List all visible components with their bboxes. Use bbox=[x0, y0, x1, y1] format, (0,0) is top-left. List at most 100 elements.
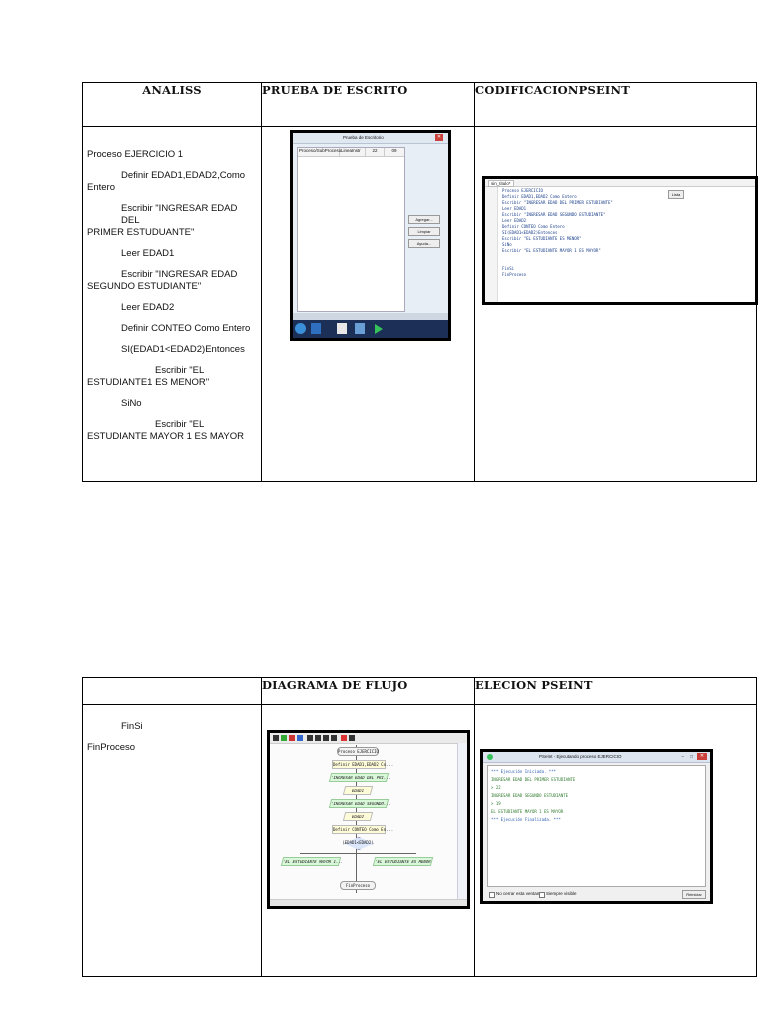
close-icon[interactable]: ✕ bbox=[697, 753, 707, 760]
code-line: Definir CONTEO Como Entero bbox=[502, 224, 565, 229]
flow-define: Definir CONTEO Como En... bbox=[332, 825, 394, 834]
flow-output: 'EL ESTUDIANTE MAYOR 1... bbox=[280, 857, 344, 866]
pseint-icon bbox=[487, 754, 493, 760]
pseint-editor-screenshot: sin_titulo* Lista Proceso EJERCICIO Defi… bbox=[482, 176, 758, 305]
checkbox-label: Siempre visible bbox=[546, 891, 577, 896]
analysis-line: SiNo bbox=[121, 398, 142, 409]
code-line: Leer EDAD1 bbox=[502, 206, 527, 211]
flow-input: EDAD1 bbox=[342, 786, 374, 795]
analysis-line: Leer EDAD1 bbox=[121, 248, 175, 259]
analysis-line: SI(EDAD1<EDAD2)Entonces bbox=[121, 344, 245, 355]
execution-window-screenshot: PSeInt - Ejecutando proceso EJERCICIO – … bbox=[480, 749, 713, 904]
console-footer: No cerrar esta ventana Siempre visible R… bbox=[487, 890, 706, 899]
code-line: FinProceso bbox=[502, 272, 527, 277]
window-title: Prueba de Escritorio bbox=[343, 135, 384, 140]
code-line: Escribir "INGRESAR EDAD DEL PRIMER ESTUD… bbox=[502, 200, 613, 205]
console-line: > 19 bbox=[491, 801, 501, 806]
tool-icon[interactable] bbox=[307, 735, 313, 741]
console-line: > 22 bbox=[491, 785, 501, 790]
add-button[interactable]: Agregar... bbox=[408, 215, 440, 224]
scrollbar[interactable] bbox=[293, 313, 448, 321]
codigo-cell: sin_titulo* Lista Proceso EJERCICIO Defi… bbox=[474, 126, 758, 482]
maximize-icon[interactable]: □ bbox=[690, 754, 693, 759]
side-panel[interactable] bbox=[457, 743, 467, 906]
code-line: FinSi bbox=[502, 266, 515, 271]
tool-icon[interactable] bbox=[273, 735, 279, 741]
prueba-cell: Prueba de Escritorio ✕ Proceso/SubProces… bbox=[261, 126, 475, 482]
list-button[interactable]: Lista bbox=[668, 190, 684, 199]
desk-test-grid: Proceso/SubProceso LineaInstr 22 09 bbox=[297, 147, 405, 312]
analysis-line: Definir CONTEO Como Entero bbox=[121, 323, 251, 334]
header-ejecucion: ELECION PSEINT bbox=[474, 677, 757, 705]
code-line: SiNo bbox=[502, 242, 512, 247]
tool-icon[interactable] bbox=[331, 735, 337, 741]
console-line: *** Ejecución Finalizada. *** bbox=[491, 817, 561, 822]
flow-define: Definir EDAD1,EDAD2 Co... bbox=[332, 760, 394, 769]
code-line: Escribir "EL ESTUDIANTE MAYOR 1 ES MAYOR… bbox=[502, 248, 601, 253]
analysis-line: ESTUDIANTE MAYOR 1 ES MAYOR bbox=[87, 431, 244, 442]
flowchart-toolbar bbox=[270, 733, 467, 744]
code-line: Escribir "INGRESAR EDAD SEGUNDO ESTUDIAN… bbox=[502, 212, 606, 217]
flow-decision-shape bbox=[344, 837, 374, 850]
clear-button[interactable]: Limpiar bbox=[408, 227, 440, 236]
checkbox-label: No cerrar esta ventana bbox=[496, 891, 542, 896]
analysis-table-2: DIAGRAMA DE FLUJO ELECION PSEINT FinSi F… bbox=[82, 677, 757, 977]
analysis-line: SEGUNDO ESTUDIANTE" bbox=[87, 281, 202, 292]
diagrama-cell: Proceso EJERCICIO Definir EDAD1,EDAD2 Co… bbox=[261, 704, 475, 977]
analysis-line: FinSi bbox=[121, 721, 143, 732]
console-line: INGRESAR EDAD DEL PRIMER ESTUDIANTE bbox=[491, 777, 576, 782]
flow-output: 'EL ESTUDIANTE ES MENOR bbox=[372, 857, 434, 866]
grid-col: Proceso/SubProceso bbox=[298, 148, 341, 156]
analysis-line: Leer EDAD2 bbox=[121, 302, 175, 313]
console-line: EL ESTUDIANTE MAYOR 1 ES MAYOR bbox=[491, 809, 564, 814]
checkbox-always-visible[interactable] bbox=[539, 892, 545, 898]
analysis-line: ESTUDIANTE1 ES MENOR" bbox=[87, 377, 210, 388]
start-icon[interactable] bbox=[295, 323, 306, 334]
flow-decision: (EDAD1<EDAD2) bbox=[342, 840, 374, 845]
tool-icon[interactable] bbox=[323, 735, 329, 741]
word-icon[interactable] bbox=[311, 323, 321, 334]
desk-test-screenshot: Prueba de Escritorio ✕ Proceso/SubProces… bbox=[290, 130, 451, 341]
editor-tab[interactable]: sin_titulo* bbox=[488, 180, 514, 187]
pseint-icon[interactable] bbox=[355, 323, 365, 334]
line-gutter bbox=[485, 187, 498, 302]
grid-col: 22 bbox=[366, 148, 385, 156]
checkbox-no-close[interactable] bbox=[489, 892, 495, 898]
analysis-line: PRIMER ESTUDUANTE" bbox=[87, 227, 195, 238]
analysis-line: Escribir "INGRESAR EDAD bbox=[121, 269, 238, 280]
flow-input: EDAD2 bbox=[342, 812, 374, 821]
app-icon[interactable] bbox=[337, 323, 347, 334]
help-button[interactable]: Ayuda... bbox=[408, 239, 440, 248]
close-icon[interactable]: ✕ bbox=[435, 134, 443, 141]
restart-button[interactable]: Reiniciar bbox=[682, 890, 706, 899]
tool-icon[interactable] bbox=[315, 735, 321, 741]
console-line: *** Ejecución Iniciada. *** bbox=[491, 769, 557, 774]
analysis-line: Escribir "EL bbox=[155, 419, 205, 430]
tool-icon[interactable] bbox=[289, 735, 295, 741]
code-line bbox=[502, 278, 613, 284]
window-titlebar: PSeInt - Ejecutando proceso EJERCICIO – … bbox=[483, 752, 710, 763]
analysis-cell-2: FinSi FinProceso bbox=[82, 704, 262, 977]
flow-start: Proceso EJERCICIO bbox=[337, 747, 379, 756]
flow-output: 'INGRESAR EDAD DEL PRI... bbox=[328, 773, 392, 782]
header-prueba-escrito: PRUEBA DE ESCRITO bbox=[261, 82, 475, 127]
flow-output: 'INGRESAR EDAD SEGUNDO... bbox=[328, 799, 392, 808]
flow-end: FinProceso bbox=[340, 881, 376, 890]
code-area[interactable]: Proceso EJERCICIO Definir EDAD1,EDAD2 Co… bbox=[502, 188, 613, 284]
console-line: INGRESAR EDAD SEGUNDO ESTUDIANTE bbox=[491, 793, 569, 798]
code-line: Escribir "EL ESTUDIANTE ES MENOR" bbox=[502, 236, 582, 241]
window-titlebar: Prueba de Escritorio ✕ bbox=[293, 133, 448, 144]
analysis-cell: Proceso EJERCICIO 1 Definir EDAD1,EDAD2,… bbox=[82, 126, 262, 482]
tool-icon[interactable] bbox=[281, 735, 287, 741]
tool-icon[interactable] bbox=[341, 735, 347, 741]
minimize-icon[interactable]: – bbox=[681, 754, 684, 759]
header-diagrama: DIAGRAMA DE FLUJO bbox=[261, 677, 475, 705]
flow-branch-line bbox=[300, 853, 416, 854]
flowchart-screenshot: Proceso EJERCICIO Definir EDAD1,EDAD2 Co… bbox=[267, 730, 470, 909]
play-icon[interactable] bbox=[375, 324, 383, 334]
analysis-table-1: ANALISS PRUEBA DE ESCRITO CODIFICACIONPS… bbox=[82, 82, 758, 482]
tool-icon[interactable] bbox=[349, 735, 355, 741]
console-output[interactable]: *** Ejecución Iniciada. *** INGRESAR EDAD… bbox=[487, 765, 706, 887]
tool-icon[interactable] bbox=[297, 735, 303, 741]
analysis-line: Definir EDAD1,EDAD2,Como bbox=[121, 170, 246, 181]
